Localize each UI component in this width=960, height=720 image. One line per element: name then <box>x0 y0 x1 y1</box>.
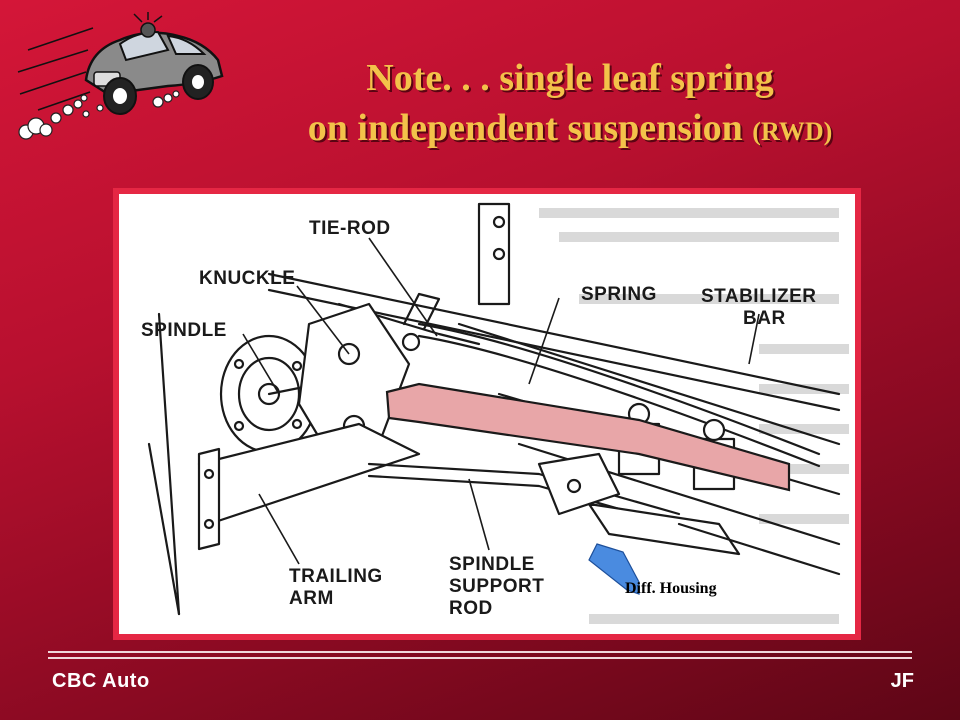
label-spindle: SPINDLE <box>141 320 227 341</box>
label-bar: BAR <box>743 308 786 329</box>
label-tie-rod: TIE-ROD <box>309 218 391 239</box>
label-spindle-support-1: SPINDLE <box>449 554 535 575</box>
footer-right-text: JF <box>890 670 914 692</box>
label-stabilizer: STABILIZER <box>701 286 817 307</box>
blue-pointer-arrow-icon <box>588 543 640 595</box>
slide-title-line-1: Note. . . single leaf spring <box>366 57 774 99</box>
slide-title-line-2: on independent suspension (RWD) <box>210 106 930 154</box>
cartoon-speeding-car-icon <box>8 10 238 145</box>
footer-rule-top <box>48 651 912 653</box>
leaf-spring-shape <box>385 382 791 492</box>
label-arm: ARM <box>289 588 334 609</box>
slide-title-main: on independent suspension <box>307 107 743 149</box>
label-spindle-support-3: ROD <box>449 598 493 619</box>
label-knuckle: KNUCKLE <box>199 268 296 289</box>
slide-title-suffix: (RWD) <box>752 117 833 146</box>
footer-left-text: CBC Auto <box>52 670 150 692</box>
label-trailing: TRAILING <box>289 566 383 587</box>
suspension-illustration <box>147 202 849 624</box>
label-spring: SPRING <box>581 284 657 305</box>
footer-rule-bottom <box>48 657 912 659</box>
diagram-frame: TIE-ROD KNUCKLE SPINDLE SPRING STABILIZE… <box>113 188 861 640</box>
suspension-diagram: TIE-ROD KNUCKLE SPINDLE SPRING STABILIZE… <box>119 194 855 634</box>
label-spindle-support-2: SUPPORT <box>449 576 545 597</box>
diff-housing-annotation: Diff. Housing <box>625 580 717 597</box>
